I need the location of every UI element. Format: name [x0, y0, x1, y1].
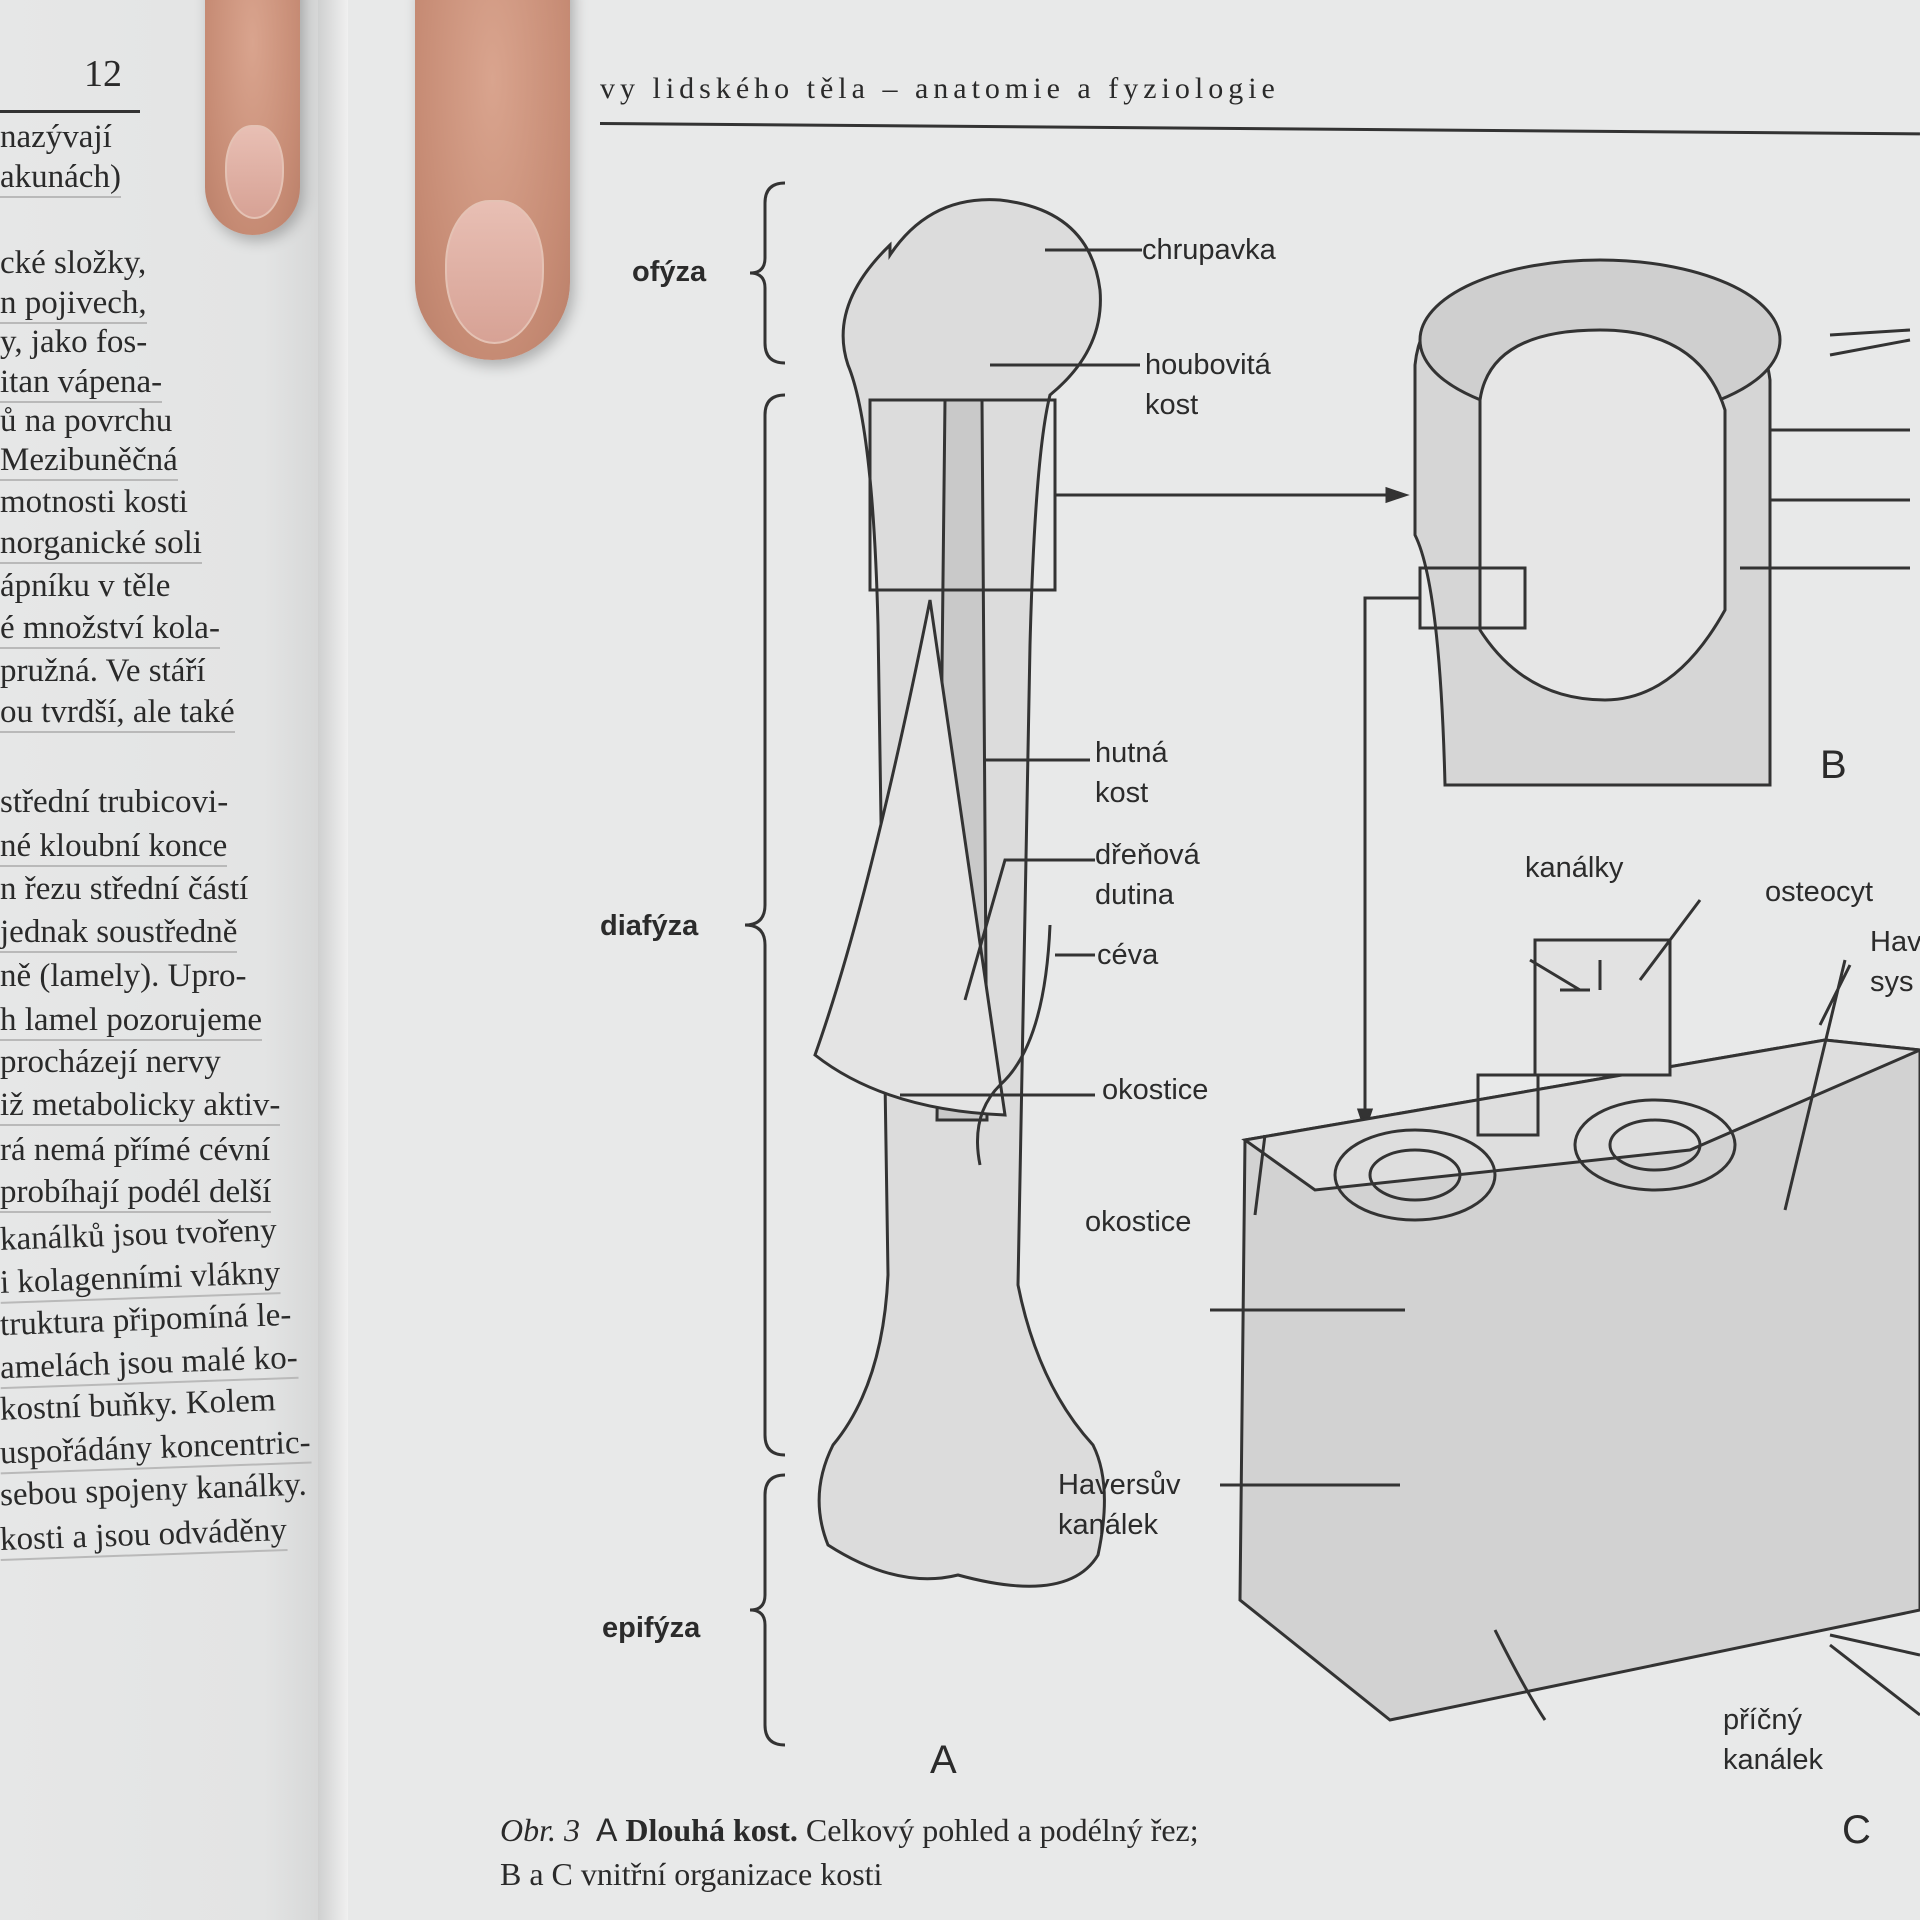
text-line: rá nemá přímé cévní [0, 1132, 271, 1168]
text-line: jednak soustředně [0, 914, 238, 953]
text-line: itan vápena- [0, 364, 163, 403]
text-line: cké složky, [0, 245, 147, 281]
text-line: Mezibuněčná [0, 442, 178, 481]
label-osteocyte: osteocyt [1765, 876, 1873, 908]
panel-label-a: A [930, 1738, 957, 1782]
text-line: y, jako fos- [0, 324, 148, 360]
text-line: é množství kola- [0, 610, 220, 649]
text-line: pružná. Ve stáří [0, 653, 206, 689]
text-line: nazývají [0, 119, 112, 155]
brace-diaphysis [744, 393, 786, 1457]
fingernail [445, 200, 544, 344]
page-number: 12 [84, 53, 122, 95]
periosteum-flap [813, 599, 1007, 1117]
left-page [0, 0, 330, 1920]
panel-b-marrow [1478, 328, 1727, 702]
label-epiphysis-top: ofýza [632, 256, 707, 288]
label-cartilage: chrupavka [1142, 234, 1276, 266]
label-canaliculi: kanálky [1525, 852, 1624, 884]
pointer-box [1476, 1073, 1540, 1137]
text-line: ou tvrdší, ale také [0, 694, 235, 733]
text-line: iž metabolicky aktiv- [0, 1087, 281, 1126]
running-header: vy lidského těla – anatomie a fyziologie [600, 72, 1280, 105]
text-line: h lamel pozorujeme [0, 1002, 263, 1041]
text-line: n řezu střední částí [0, 871, 249, 907]
canaliculi-inset [1533, 938, 1672, 1077]
label-vessel: céva [1097, 939, 1159, 971]
text-line: ů na povrchu [0, 403, 173, 439]
label-periosteum-c: okostice [1085, 1206, 1192, 1238]
text-line: ně (lamely). Upro- [0, 958, 247, 994]
brace-epiphysis-bottom [749, 1473, 786, 1747]
text-line: motnosti kosti [0, 484, 188, 520]
label-epiphysis-bottom: epifýza [602, 1612, 701, 1644]
text-line: procházejí nervy [0, 1044, 221, 1080]
label-periosteum-a: okostice [1102, 1074, 1209, 1106]
text-line: ápníku v těle [0, 568, 171, 604]
finger-right [415, 0, 570, 360]
text-line: probíhají podél delší [0, 1174, 272, 1213]
vessel [976, 924, 1052, 1166]
figure-caption: Obr. 3 A Dlouhá kost. Celkový pohled a p… [500, 1812, 1199, 1892]
text-line: norganické soli [0, 525, 202, 564]
brace-epiphysis-top [749, 181, 786, 365]
text-line: střední trubicovi- [0, 784, 229, 820]
header-rule-left [0, 110, 140, 113]
text-line: n pojivech, [0, 285, 147, 324]
book-gutter [318, 0, 348, 1920]
finger-left [205, 0, 300, 235]
label-diaphysis: diafýza [600, 910, 699, 942]
text-line: akunách) [0, 159, 121, 198]
panel-c-top [1241, 1038, 1920, 1192]
fingernail [225, 125, 284, 219]
panel-label-c: C [1842, 1808, 1871, 1852]
panel-label-b: B [1820, 743, 1847, 787]
text-line: né kloubní konce [0, 828, 228, 867]
